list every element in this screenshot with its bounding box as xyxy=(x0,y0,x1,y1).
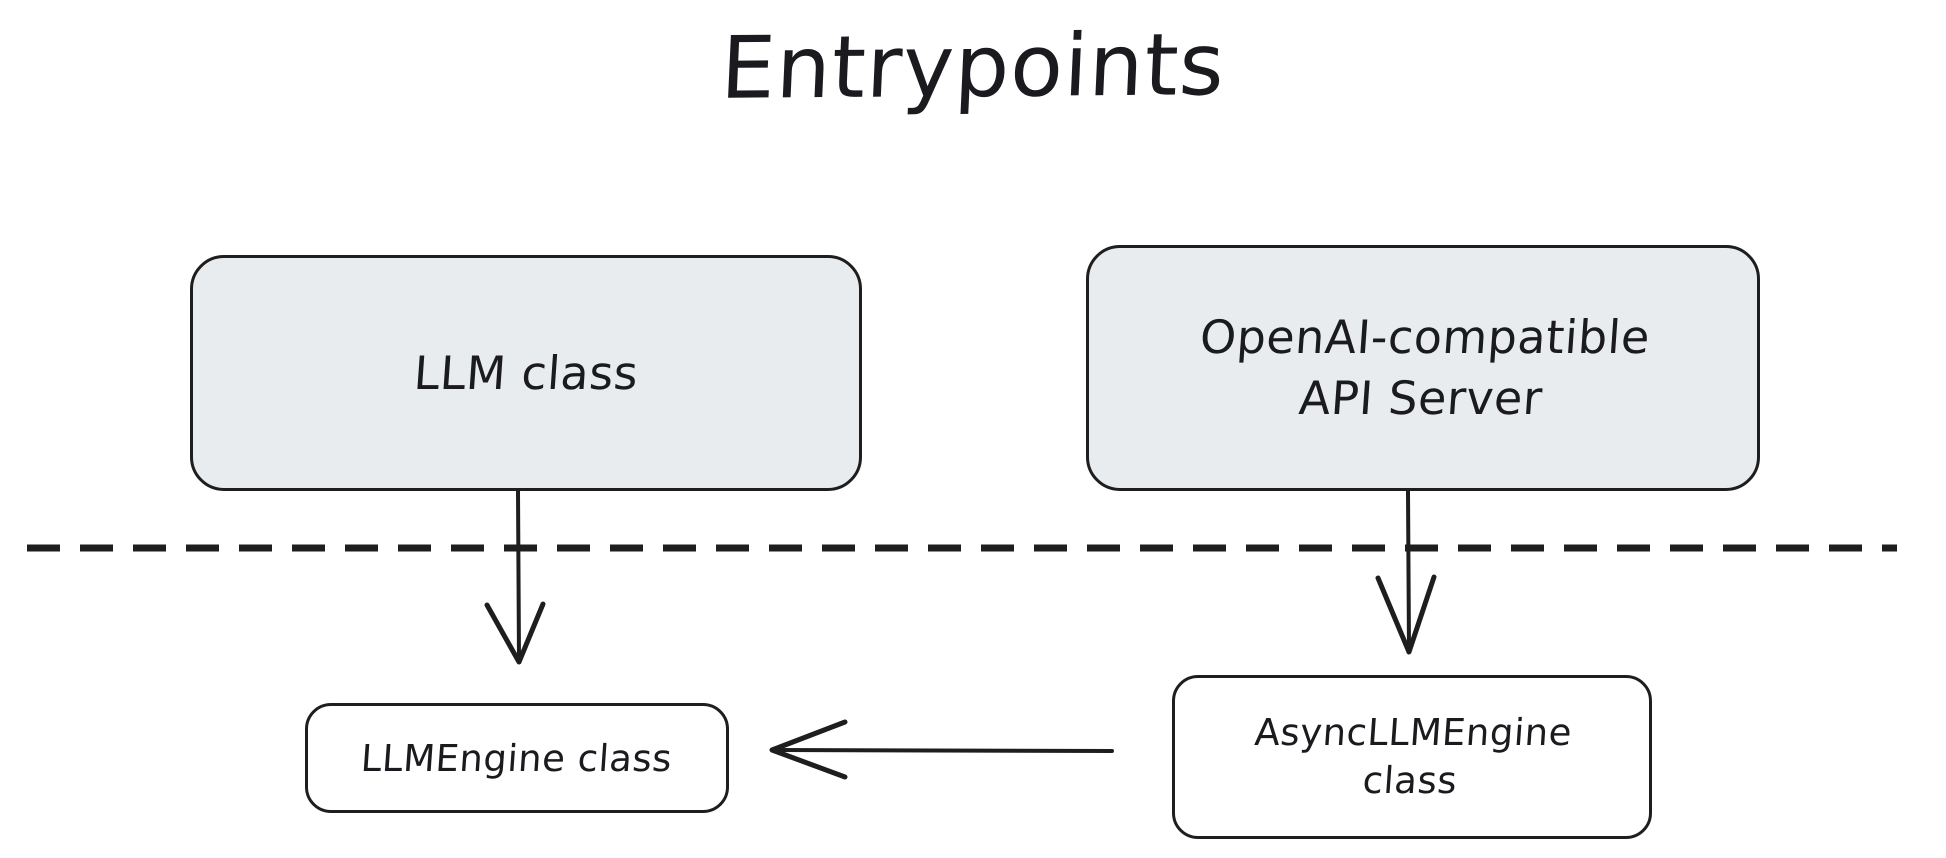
node-llmengine-class[interactable]: LLMEngine class xyxy=(305,703,729,813)
diagram-title: Entrypoints xyxy=(718,15,1228,119)
node-openai-compatible-api-server[interactable]: OpenAI-compatible API Server xyxy=(1086,245,1760,491)
edge-server-to-async-llmengine xyxy=(1375,489,1437,655)
node-llm-class-label: LLM class xyxy=(411,346,641,400)
edge-async-llmengine-to-llmengine xyxy=(769,719,1114,780)
edge-llm-to-llmengine xyxy=(484,489,546,665)
node-openai-compatible-api-server-label: OpenAI-compatible API Server xyxy=(1198,310,1652,425)
node-llmengine-class-label: LLMEngine class xyxy=(359,736,675,780)
node-async-llmengine-class[interactable]: AsyncLLMEngine class xyxy=(1172,675,1652,839)
node-async-llmengine-class-label: AsyncLLMEngine class xyxy=(1253,710,1574,802)
node-llm-class[interactable]: LLM class xyxy=(190,255,862,491)
